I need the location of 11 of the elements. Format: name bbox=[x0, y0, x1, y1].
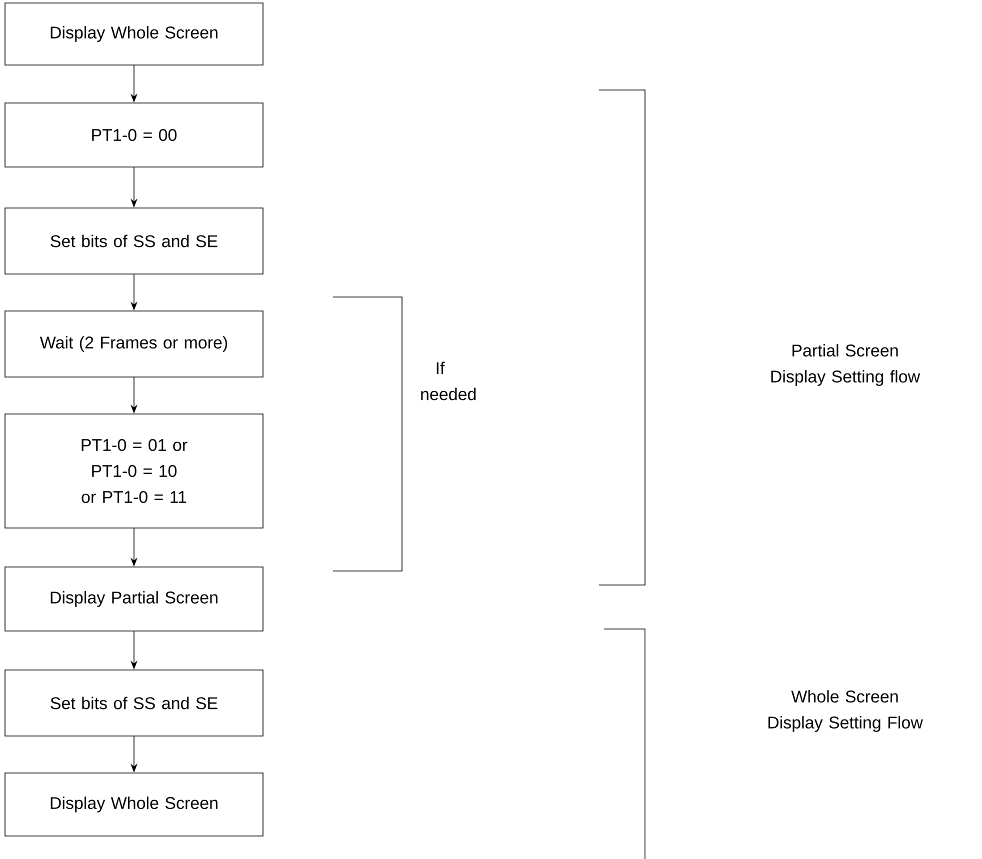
side-label: Partial Screen Display Setting flow bbox=[771, 344, 920, 386]
process-box: Wait (2 Frames or more) bbox=[4, 310, 264, 378]
process-box: Set bits of SS and SE bbox=[4, 208, 264, 274]
process-box: PT1-0 = 01 or PT1-0 = 10 or PT1-0 = 11 bbox=[4, 414, 264, 528]
process-box: Display Partial Screen bbox=[4, 566, 264, 632]
process-box: Set bits of SS and SE bbox=[4, 670, 264, 736]
side-label: If needed bbox=[421, 362, 476, 400]
process-box: PT1-0 = 00 bbox=[4, 102, 264, 168]
process-box: Display Whole Screen bbox=[4, 772, 264, 836]
process-box: Display Whole Screen bbox=[4, 2, 264, 66]
side-label: Whole Screen Display Setting Flow bbox=[768, 690, 923, 732]
